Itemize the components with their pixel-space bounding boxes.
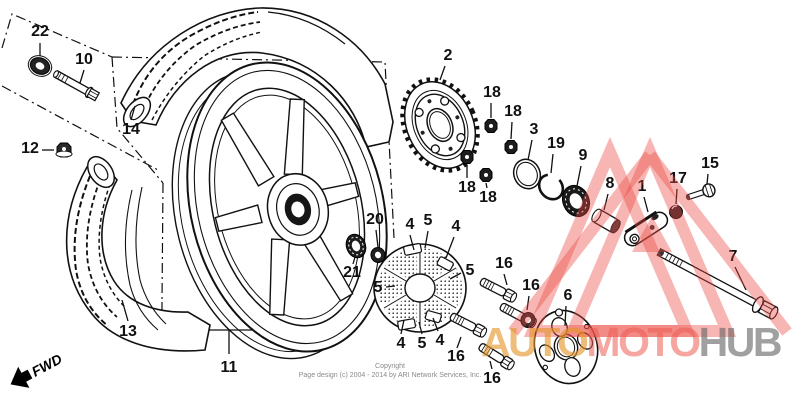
callout-4[interactable]: 4	[396, 335, 406, 352]
tire-upper-section-14	[120, 7, 394, 148]
callout-8[interactable]: 8	[605, 175, 615, 192]
o-ring-3	[512, 158, 542, 190]
leader-lines	[39, 43, 747, 370]
chain-adjuster-1	[623, 210, 669, 247]
callout-13[interactable]: 13	[119, 323, 137, 340]
axle-bolt-10	[53, 70, 101, 102]
callout-19[interactable]: 19	[547, 135, 565, 152]
copyright-notice: Copyright Page design (c) 2004 - 2014 by…	[270, 363, 510, 381]
washer-20	[370, 247, 386, 263]
callout-15[interactable]: 15	[701, 155, 719, 172]
adjuster-ball-17	[669, 205, 683, 219]
callout-7[interactable]: 7	[728, 248, 738, 265]
fwd-direction-mark: FWD	[10, 351, 65, 388]
fwd-arrow-icon	[10, 366, 33, 388]
callout-3[interactable]: 3	[529, 121, 539, 138]
callout-18[interactable]: 18	[479, 189, 497, 206]
adjuster-bolt-15	[685, 183, 716, 201]
snap-ring-19	[537, 173, 565, 201]
tire-lower-section-13	[65, 155, 211, 352]
callout-5[interactable]: 5	[465, 262, 475, 279]
bearing-9	[561, 184, 591, 218]
callout-14[interactable]: 14	[122, 121, 140, 138]
callout-9[interactable]: 9	[578, 147, 588, 164]
rear-axle-7	[656, 248, 779, 320]
callout-5[interactable]: 5	[423, 212, 433, 229]
dust-seal-21	[345, 233, 367, 259]
cush-drive-hub	[373, 242, 467, 333]
fwd-label: FWD	[29, 351, 65, 380]
callout-4[interactable]: 4	[451, 218, 461, 235]
callout-16[interactable]: 16	[483, 370, 501, 387]
callout-1[interactable]: 1	[637, 178, 647, 195]
callout-16[interactable]: 16	[495, 255, 513, 272]
callout-4[interactable]: 4	[405, 216, 415, 233]
callout-16[interactable]: 16	[447, 348, 465, 365]
callout-18[interactable]: 18	[458, 179, 476, 196]
callout-10[interactable]: 10	[75, 51, 93, 68]
callout-22[interactable]: 22	[31, 23, 49, 40]
callout-16[interactable]: 16	[522, 277, 540, 294]
copyright-line2: Page design (c) 2004 - 2014 by ARI Netwo…	[298, 371, 482, 379]
callout-2[interactable]: 2	[443, 47, 453, 64]
callout-18[interactable]: 18	[504, 103, 522, 120]
rim-lock-nut-12	[55, 142, 73, 158]
callout-5[interactable]: 5	[373, 279, 383, 296]
callout-6[interactable]: 6	[563, 287, 573, 304]
callout-18[interactable]: 18	[483, 84, 501, 101]
callout-4[interactable]: 4	[435, 332, 445, 349]
copyright-line1: Copyright	[375, 363, 405, 370]
side-flange-6	[533, 308, 599, 385]
callout-11[interactable]: 11	[220, 359, 238, 376]
cast-wheel-11	[186, 61, 388, 353]
callout-17[interactable]: 17	[669, 170, 687, 187]
callout-21[interactable]: 21	[343, 264, 361, 281]
axle-grommet-22	[27, 55, 53, 77]
spacer-collar-8	[591, 208, 621, 234]
driven-sprocket-2	[400, 77, 480, 173]
callout-5[interactable]: 5	[417, 335, 427, 352]
hub-studs-16	[447, 275, 539, 372]
callout-12[interactable]: 12	[21, 140, 39, 157]
callout-20[interactable]: 20	[366, 211, 384, 228]
